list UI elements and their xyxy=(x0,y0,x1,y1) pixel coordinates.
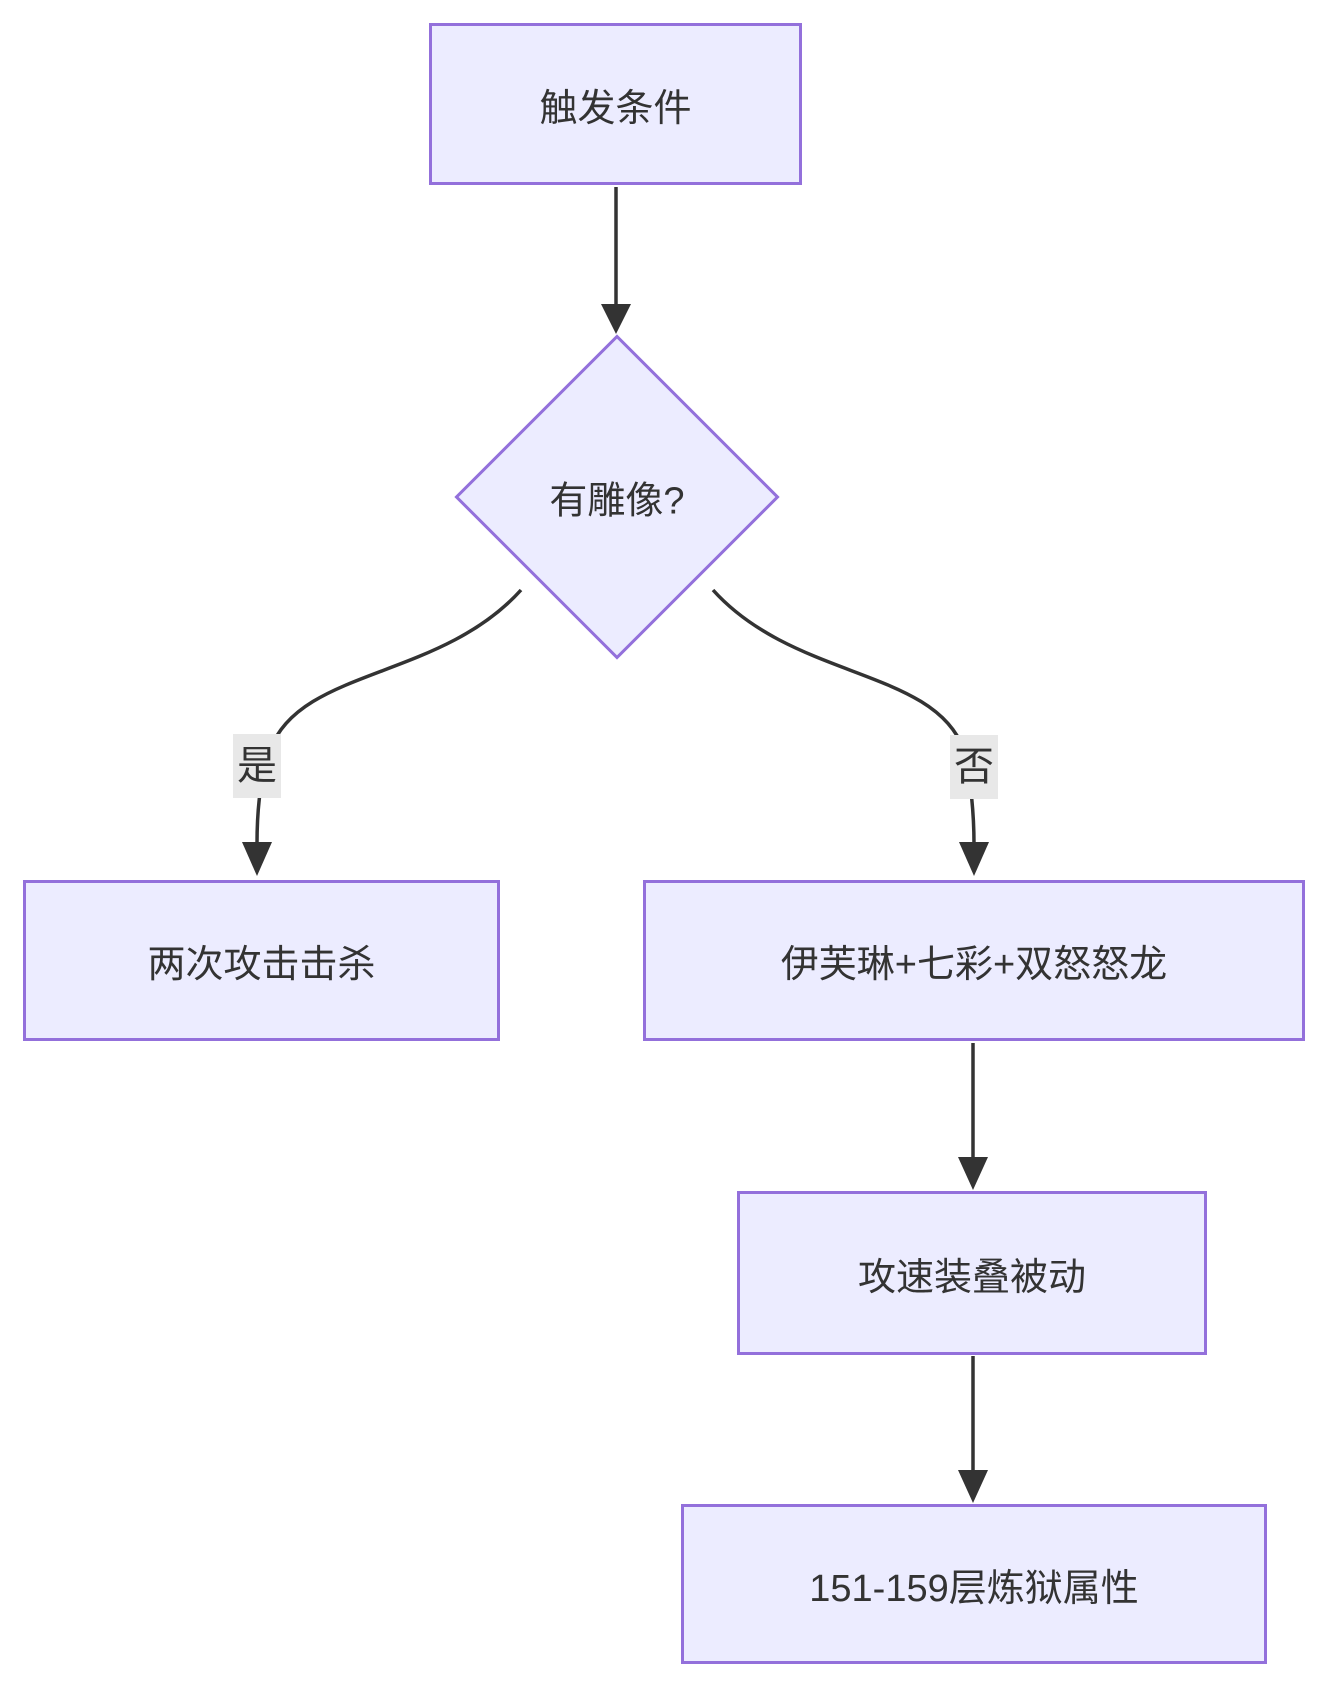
node-label: 有雕像? xyxy=(549,480,685,523)
edge-label-no: 否 xyxy=(950,735,998,799)
node-attack-speed-passive: 攻速装叠被动 xyxy=(737,1191,1207,1355)
node-trigger-condition: 触发条件 xyxy=(429,23,802,185)
node-label: 触发条件 xyxy=(539,87,692,130)
node-floor-151-159-inferno: 151-159层炼狱属性 xyxy=(681,1504,1267,1664)
arrowhead xyxy=(242,842,272,876)
edge-label-yes: 是 xyxy=(233,734,281,798)
edge-decision-yes xyxy=(255,588,523,845)
node-label: 攻速装叠被动 xyxy=(857,1256,1086,1299)
edge-decision-no xyxy=(711,588,976,845)
node-label: 两次攻击击杀 xyxy=(147,944,376,986)
node-two-attacks-kill: 两次攻击击杀 xyxy=(23,880,500,1041)
node-label: 151-159层炼狱属性 xyxy=(809,1567,1139,1610)
arrowhead xyxy=(959,842,989,876)
arrowhead xyxy=(601,304,631,334)
arrowhead xyxy=(958,1157,988,1190)
arrowhead xyxy=(958,1470,988,1503)
node-evelynn-combo: 伊芙琳+七彩+双怒怒龙 xyxy=(643,880,1305,1041)
node-label: 伊芙琳+七彩+双怒怒龙 xyxy=(780,944,1168,986)
